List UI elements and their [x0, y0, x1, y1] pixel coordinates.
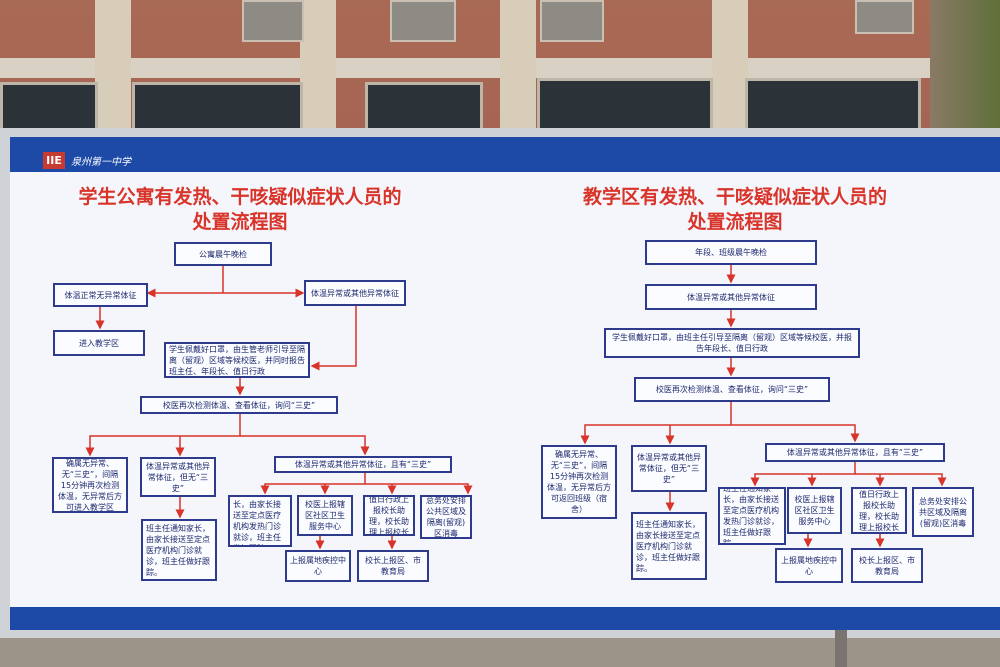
tree-trunk — [930, 0, 1000, 140]
logo-mark: IIE — [43, 151, 65, 169]
vent-grille — [390, 0, 456, 42]
left-duty-report-box: 值日行政上报校长助理，校长助理上报校长 — [363, 495, 415, 536]
vent-grille — [855, 0, 914, 34]
left-abnormal-box: 体温异常或其他异常体征 — [304, 280, 406, 306]
right-doctor-report-box: 校医上报辖区社区卫生服务中心 — [787, 487, 842, 534]
right-edu-box: 校长上报区、市教育局 — [851, 548, 923, 583]
right-teacher-notify2-box: 班主任通知家长，由家长接送至定点医疗机构门诊就诊，班主任做好跟踪。 — [631, 512, 707, 580]
facade-pillar — [300, 0, 336, 140]
right-abnormal-box: 体温异常或其他异常体征 — [645, 284, 817, 310]
left-teacher-notify-box: 班主任通知家长，由家长接送至定点医疗机构发热门诊就诊，班主任做好跟踪。 — [228, 495, 292, 547]
right-duty-report-box: 值日行政上报校长助理，校长助理上报校长 — [851, 487, 907, 534]
arrow — [580, 402, 732, 445]
arrow — [731, 424, 860, 443]
left-abnormal-no3-box: 体温异常或其他异常体征，但无“三史” — [140, 457, 216, 497]
left-cdc-box: 上报属地疾控中心 — [285, 550, 351, 582]
logo-text: 泉州第一中学 — [71, 156, 131, 168]
right-abnormal-no3-box: 体温异常或其他异常体征，但无“三史” — [631, 445, 707, 492]
right-recheck-box: 校医再次检测体温、查看体征，询问“三史” — [634, 377, 830, 402]
arrow — [85, 414, 241, 457]
left-edu-box: 校长上报区、市教育局 — [357, 550, 429, 582]
left-recheck-box: 校医再次检测体温、查看体征，询问“三史” — [140, 396, 338, 414]
arrow — [750, 462, 856, 487]
vent-grille — [540, 0, 604, 42]
vent-grille — [242, 0, 304, 42]
right-abnormal-3-box: 体温异常或其他异常体征，且有“三史” — [765, 443, 945, 462]
support-pole — [835, 630, 847, 667]
billboard-bottom-bar — [10, 607, 1000, 630]
left-title-line2: 处置流程图 — [192, 211, 288, 233]
left-start-box: 公寓晨午晚检 — [174, 242, 272, 266]
right-start-box: 年段、班级晨午晚检 — [645, 240, 817, 265]
left-teacher-notify2-box: 班主任通知家长，由家长接送至定点医疗机构门诊就诊，班主任做好跟踪。 — [141, 519, 217, 581]
arrow — [240, 435, 370, 456]
arrow — [365, 483, 473, 495]
facade-pillar — [500, 0, 536, 140]
right-cdc-box: 上报属地疾控中心 — [775, 548, 843, 583]
window — [745, 78, 921, 134]
left-doctor-report-box: 校医上报辖区社区卫生服务中心 — [297, 495, 353, 536]
left-title-line1: 学生公寓有发热、干咳疑似症状人员的 — [78, 186, 402, 208]
arrow — [310, 306, 357, 371]
facade-pillar — [712, 0, 748, 140]
right-title: 教学区有发热、干咳疑似症状人员的 处置流程图 — [570, 185, 900, 235]
left-confirmed-normal-box: 确属无异常、无“三史”，间隔15分钟再次检测体温，无异常后方可进入教学区 — [52, 457, 128, 513]
left-affairs-box: 总务处安排公共区域及隔离(留观)区消毒 — [420, 495, 472, 539]
left-title: 学生公寓有发热、干咳疑似症状人员的 处置流程图 — [70, 185, 410, 235]
right-teacher-notify-box: 班主任通知家长，由家长接送至定点医疗机构发热门诊就诊，班主任做好跟踪。 — [718, 487, 786, 545]
school-logo: IIE 泉州第一中学 — [43, 150, 131, 170]
right-confirmed-normal-box: 确属无异常、无“三史”，间隔15分钟再次检测体温，无异常后方可返回班级（宿舍） — [541, 445, 617, 519]
left-abnormal-3-box: 体温异常或其他异常体征，且有“三史” — [274, 456, 452, 473]
arrow — [260, 473, 366, 495]
left-enter-box: 进入教学区 — [53, 330, 145, 356]
billboard-top-bar — [10, 137, 1000, 172]
right-affairs-box: 总务处安排公共区域及隔离(留观)区消毒 — [912, 487, 974, 537]
right-isolate-box: 学生佩戴好口罩，由班主任引导至隔离（留观）区域等候校医，并报告年段长、值日行政 — [604, 328, 860, 358]
left-isolate-box: 学生佩戴好口罩，由生管老师引导至隔离（留观）区域等候校医，并同时报告班主任、年段… — [164, 342, 310, 378]
window — [365, 82, 483, 134]
building-facade — [0, 0, 1000, 140]
left-normal-box: 体温正常无异常体征 — [53, 283, 148, 307]
arrow — [855, 473, 947, 487]
right-title-line1: 教学区有发热、干咳疑似症状人员的 — [582, 186, 887, 208]
window — [537, 78, 713, 134]
facade-pillar — [95, 0, 131, 140]
right-title-line2: 处置流程图 — [687, 211, 783, 233]
